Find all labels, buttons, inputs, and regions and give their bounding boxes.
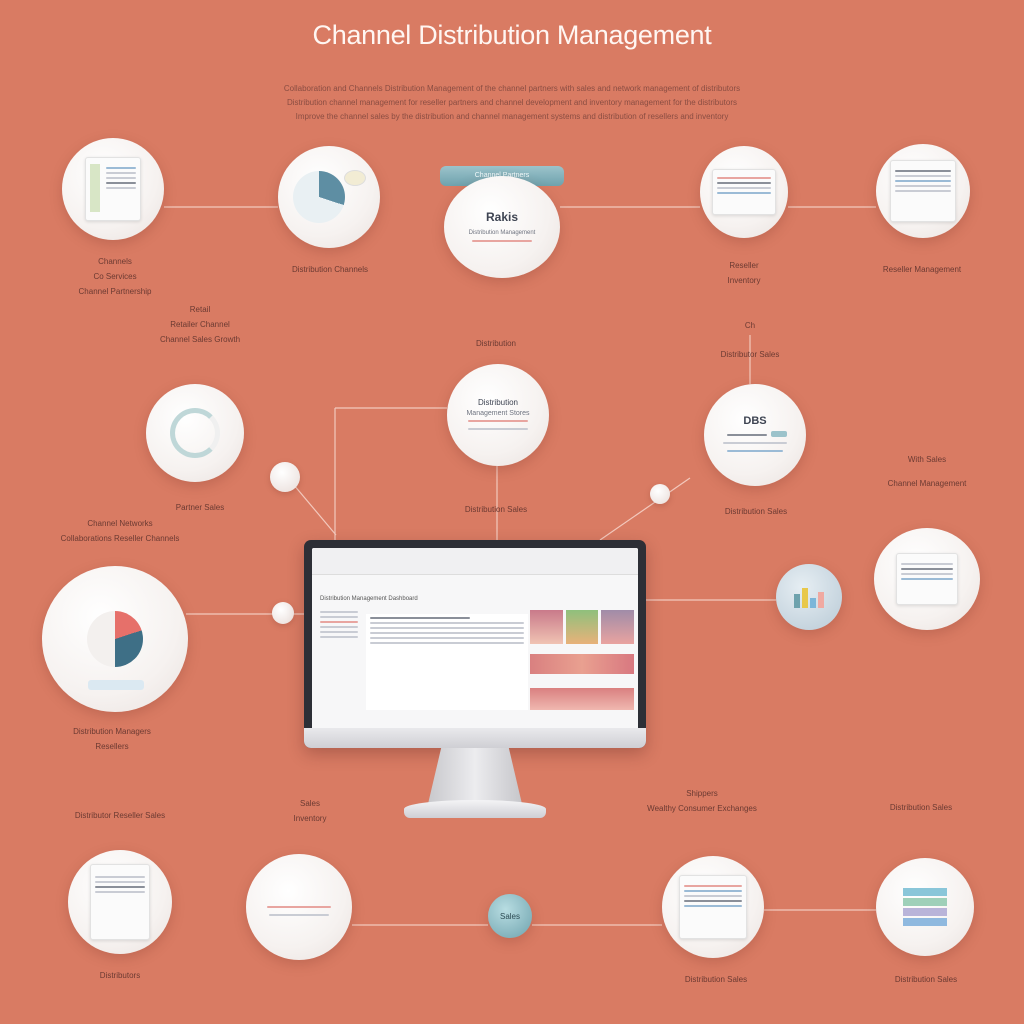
center-hub[interactable]: Sales: [488, 894, 532, 938]
node-label: Distributor Reseller Sales: [74, 811, 166, 820]
sidebar-panel: [316, 608, 362, 708]
node-heading: Distribution: [477, 397, 518, 407]
table-panel: [366, 614, 528, 710]
document-icon: [890, 160, 956, 222]
node-label: Distribution Sales: [464, 505, 528, 514]
node-distribution-managers[interactable]: [42, 566, 188, 712]
node-reseller-management[interactable]: [876, 144, 970, 238]
intro-line: Improve the channel sales by the distrib…: [295, 112, 729, 121]
document-icon: [679, 875, 747, 939]
screen-title: Distribution Management Dashboard: [320, 596, 418, 602]
node-rakis[interactable]: Rakis Distribution Management: [444, 176, 560, 278]
document-icon: [896, 553, 958, 605]
node-channel-distribution[interactable]: [662, 856, 764, 958]
page-title: Channel Distribution Management: [312, 20, 712, 50]
node-subtext: Management Stores: [466, 409, 530, 417]
node-subtext: Distribution Management: [468, 229, 536, 236]
tag-icon: [344, 170, 366, 186]
node-label: Distribution Sales: [889, 803, 953, 812]
node-channels[interactable]: [62, 138, 164, 240]
document-icon: [85, 157, 141, 221]
intro-line: Distribution channel management for rese…: [286, 98, 738, 107]
node-label: Distribution Sales: [684, 975, 748, 984]
node-label: Distributors: [99, 971, 141, 980]
hub-label: Sales: [499, 911, 520, 921]
stacked-bars-icon: [903, 888, 947, 926]
connector-dot[interactable]: [272, 602, 294, 624]
intro-text: Collaboration and Channels Distribution …: [130, 82, 894, 124]
node-heading: DBS: [743, 415, 767, 427]
label-plate: [88, 680, 144, 690]
node-label: Reseller Management: [882, 265, 962, 274]
monitor: Distribution Management Dashboard: [304, 540, 646, 748]
node-distributors-bottom[interactable]: [68, 850, 172, 954]
bar-chart-icon: [794, 586, 824, 608]
node-dbs[interactable]: DBS: [704, 384, 806, 486]
dashboard-screen[interactable]: Distribution Management Dashboard: [312, 548, 638, 730]
monitor-chin: [304, 728, 646, 748]
node-wealthy-exchanges[interactable]: [876, 858, 974, 956]
document-icon: [90, 864, 150, 940]
node-distribution-stores[interactable]: Distribution Management Stores: [447, 364, 549, 466]
chart-panel: [530, 610, 635, 718]
node-heading: Rakis: [485, 209, 519, 224]
node-distributors[interactable]: [874, 528, 980, 630]
node-distribution-channels[interactable]: [278, 146, 380, 248]
connector-dot[interactable]: [270, 462, 300, 492]
intro-line: Collaboration and Channels Distribution …: [283, 84, 741, 93]
node-reseller[interactable]: [700, 146, 788, 238]
node-label: Distribution Sales: [894, 975, 958, 984]
connector-dot[interactable]: [650, 484, 670, 504]
pie-chart-icon: [293, 171, 345, 223]
node-stakeholders[interactable]: [246, 854, 352, 960]
monitor-stand: [428, 748, 522, 804]
node-inventory-chart[interactable]: [776, 564, 842, 630]
node-label: Partner Sales: [175, 503, 225, 512]
ribbon-icon: [170, 408, 220, 458]
node-label: Distribution Channels: [291, 265, 369, 274]
donut-chart-icon: [87, 611, 143, 667]
monitor-base: [404, 800, 546, 818]
screen-toolbar: [312, 548, 638, 575]
node-label: Distribution: [475, 339, 516, 348]
node-label: Distribution Sales: [724, 507, 788, 516]
node-partner-sales[interactable]: [146, 384, 244, 482]
document-icon: [712, 169, 776, 215]
